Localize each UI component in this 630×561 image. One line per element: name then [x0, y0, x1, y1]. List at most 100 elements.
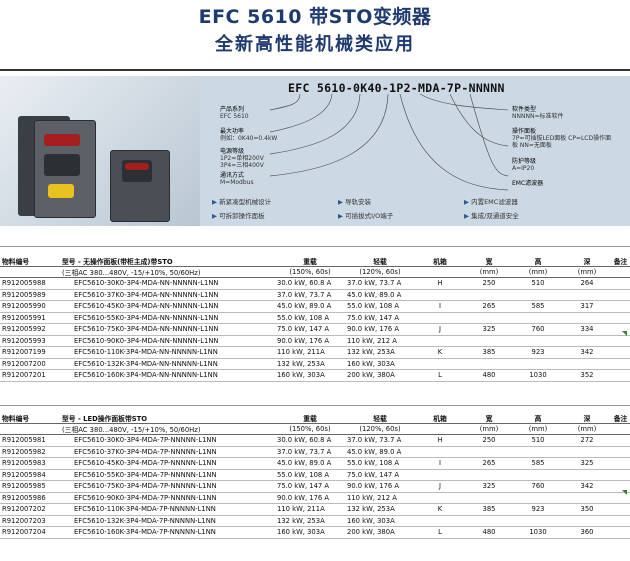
cell-height: [513, 312, 563, 324]
cell-light-duty: 90.0 kW, 176 A: [345, 323, 415, 336]
cell-depth: 264: [563, 277, 611, 290]
cell-part-number: R912005983: [0, 457, 60, 470]
section-divider: [0, 246, 630, 247]
cell-width: 265: [465, 300, 513, 313]
cell-part-number: R912005993: [0, 335, 60, 347]
cell-width: 265: [465, 457, 513, 470]
cell-depth: [563, 515, 611, 527]
cell-width: 250: [465, 277, 513, 290]
cell-frame: L: [415, 526, 465, 539]
label-emc-filter: EMC滤波器: [512, 180, 544, 187]
comment-marker-icon: [622, 331, 627, 336]
cell-remark: [611, 469, 630, 481]
table-subheader-row: (三相AC 380...480V, -15/+10%, 50/60Hz) (15…: [0, 266, 630, 278]
cell-heavy-duty: 75.0 kW, 147 A: [275, 480, 345, 493]
cell-part-number: R912005988: [0, 277, 60, 290]
col-subheader: (150%, 60s): [275, 423, 345, 435]
cell-part-number: R912005982: [0, 446, 60, 458]
cell-model: EFC5610-90K0-3P4-MDA-7P-NNNNN-L1NN: [60, 492, 275, 504]
cell-model: EFC5610-110K-3P4-MDA-7P-NNNNN-L1NN: [60, 503, 275, 516]
cell-remark: [611, 277, 630, 290]
feature-item: ▶ 可插拔式I/O端子: [338, 212, 394, 220]
cell-model: EFC5610-37K0-3P4-MDA-NN-NNNNN-L1NN: [60, 289, 275, 301]
cell-part-number: R912007203: [0, 515, 60, 527]
cell-model: EFC5610-30K0-3P4-MDA-NN-NNNNN-L1NN: [60, 277, 275, 290]
cell-model: EFC5610-160K-3P4-MDA-NN-NNNNN-L1NN: [60, 369, 275, 382]
cell-height: [513, 515, 563, 527]
cell-model: EFC5610-90K0-3P4-MDA-NN-NNNNN-L1NN: [60, 335, 275, 347]
cell-frame: I: [415, 300, 465, 313]
cell-remark: [611, 358, 630, 370]
cell-frame: I: [415, 457, 465, 470]
cell-light-duty: 45.0 kW, 89.0 A: [345, 289, 415, 301]
cell-heavy-duty: 110 kW, 211A: [275, 503, 345, 516]
cell-height: 585: [513, 300, 563, 313]
col-subheader: (mm): [465, 266, 513, 278]
cell-frame: [415, 469, 465, 481]
cell-height: [513, 335, 563, 347]
cell-height: [513, 492, 563, 504]
cell-light-duty: 200 kW, 380A: [345, 369, 415, 382]
cell-heavy-duty: 160 kW, 303A: [275, 369, 345, 382]
cell-depth: 325: [563, 457, 611, 470]
cell-remark: [611, 323, 630, 336]
cell-frame: H: [415, 277, 465, 290]
cell-width: 480: [465, 369, 513, 382]
cell-light-duty: 110 kW, 212 A: [345, 492, 415, 504]
cell-part-number: R912007199: [0, 346, 60, 359]
feature-item: ▶ 导轨安装: [338, 198, 372, 206]
col-subheader: (mm): [513, 266, 563, 278]
col-header: 轻载: [345, 256, 415, 267]
cell-frame: [415, 312, 465, 324]
cell-frame: [415, 335, 465, 347]
col-header: 备注: [611, 256, 630, 267]
col-header: 机箱: [415, 413, 465, 424]
col-header: 备注: [611, 413, 630, 424]
cell-remark: [611, 346, 630, 359]
cell-remark: [611, 526, 630, 539]
cell-part-number: R912005992: [0, 323, 60, 336]
col-header: 轻载: [345, 413, 415, 424]
cell-height: 923: [513, 346, 563, 359]
cell-frame: [415, 492, 465, 504]
header-divider: [0, 69, 630, 71]
table-header-row: 物料编号 型号 - LED操作面板带STO 重载 轻载 机箱 宽 高 深 备注: [0, 413, 630, 424]
cell-width: 250: [465, 434, 513, 447]
cell-frame: [415, 446, 465, 458]
cell-depth: [563, 469, 611, 481]
cell-frame: K: [415, 346, 465, 359]
cell-depth: [563, 289, 611, 301]
cell-heavy-duty: 132 kW, 253A: [275, 358, 345, 370]
cell-heavy-duty: 90.0 kW, 176 A: [275, 335, 345, 347]
cell-model: EFC5610-110K-3P4-MDA-NN-NNNNN-L1NN: [60, 346, 275, 359]
col-header: 深: [563, 256, 611, 267]
type-code-connectors: [269, 93, 509, 191]
col-subheader: (120%, 60s): [345, 266, 415, 278]
col-header: 型号 - 无操作面板(带柜主成)带STO: [60, 256, 275, 267]
cell-heavy-duty: 110 kW, 211A: [275, 346, 345, 359]
cell-remark: [611, 369, 630, 382]
cell-light-duty: 75.0 kW, 147 A: [345, 312, 415, 324]
col-subheader: [611, 423, 630, 435]
type-code: EFC 5610-0K40-1P2-MDA-7P-NNNNN: [288, 81, 505, 95]
cell-depth: [563, 492, 611, 504]
cell-height: 1030: [513, 526, 563, 539]
cell-light-duty: 55.0 kW, 108 A: [345, 457, 415, 470]
col-subheader: [611, 266, 630, 278]
col-header: 型号 - LED操作面板带STO: [60, 413, 275, 424]
